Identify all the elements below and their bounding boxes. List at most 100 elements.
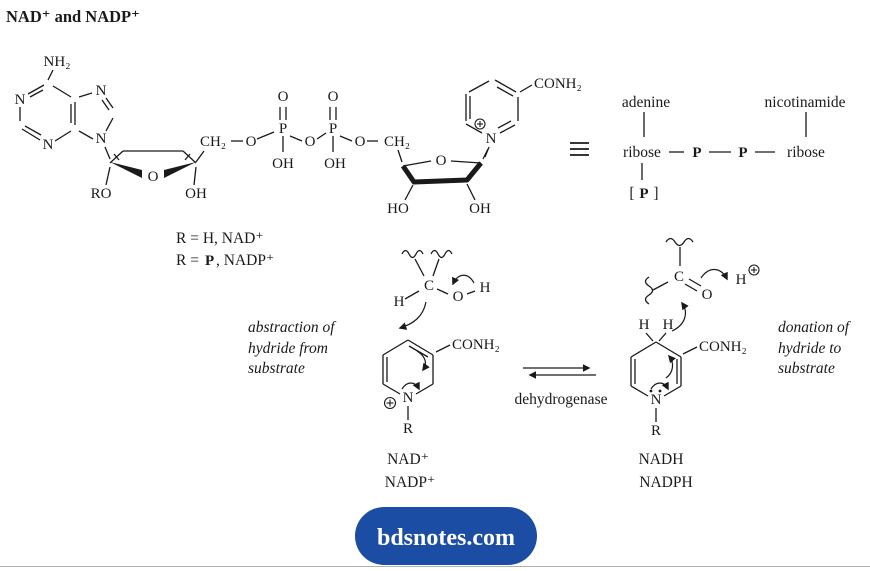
h-left-label: H [394,294,405,310]
amide-label: CONH₂ [452,337,500,353]
schematic-ribose-right: ribose [787,144,825,161]
plus-charge-icon [383,396,397,410]
badge-pill[interactable] [355,507,537,565]
n9-label: N [96,131,107,147]
carbon-label: C [674,269,684,285]
p2-label: P [329,121,337,137]
hydride-transfer-arrow [398,301,427,330]
oxidized-name-1: NAD⁺ [387,451,429,468]
electron-arrow-to-proton [700,268,728,281]
h-top-left-label: H [639,317,650,333]
substrate-alcohol: C H O H [394,249,491,330]
ho-label: HO [387,201,409,217]
bracket-close: ] [653,185,658,202]
donation-note: donation of hydride to substrate [778,319,852,377]
schematic-p1: P [692,145,701,161]
p2-oxo-label: O [328,89,339,105]
enzyme-label: dehydrogenase [515,391,608,408]
r-group-label: R [651,423,661,439]
electron-arrow-ring-n [401,381,420,391]
amide-label: CONH₂ [534,76,582,92]
abstraction-line-3: substrate [248,360,305,377]
reduced-name-2: NADPH [639,474,692,491]
electron-arrow-oh [452,274,475,286]
wavy-bond-left [401,249,424,259]
ring-n-label: N [651,392,662,408]
donation-line-3: substrate [778,360,835,377]
oxygen-label: O [702,287,713,303]
wedge-bond-right [164,162,196,178]
abstraction-note: abstraction of hydride from substrate [248,319,337,377]
h-top-right-label: H [663,317,674,333]
badge-text[interactable]: bdsnotes.com [377,525,515,551]
wavy-bond-side [644,276,654,305]
ch2-left-label: CH₂ [200,134,226,150]
wavy-bond-right [430,249,453,259]
legend-line2-suffix: , NADP⁺ [216,252,274,269]
carbon-label: C [424,278,434,294]
wavy-bond-top [665,237,694,247]
p1-oh-label: OH [272,156,294,172]
proton-label: H [736,272,747,288]
equilibrium: dehydrogenase [515,364,608,408]
bold-front-edge [400,161,483,185]
schematic-p3: P [639,186,648,202]
plus-charge-icon [474,118,486,130]
ring-n-label: N [486,131,497,147]
legend-line1: R = H, NAD⁺ [176,230,264,247]
abstraction-line-2: hydride from [248,340,328,357]
ribose-2: O HO OH [387,148,491,217]
bracket-open: [ [629,185,634,202]
schematic-nicotinamide: nicotinamide [765,94,846,111]
oh-label: OH [185,186,207,202]
o-ester-left-label: O [246,134,257,150]
electron-arrow-ring-n [650,381,669,391]
ring-oxygen-label: O [148,169,159,185]
schematic-p2: P [738,145,747,161]
site-badge[interactable]: bdsnotes.com [355,507,537,565]
donation-line-1: donation of [778,319,852,336]
ribose-1: O RO OH [91,150,207,202]
nadh-reduced-ring: H H CONH₂ N R NADH NADPH [630,301,747,491]
electron-arrow-ring-top [416,350,430,372]
ring-n-label: N [403,390,414,406]
p2-oh-label: OH [324,156,346,172]
equivalence-icon [570,142,589,156]
block-schematic: adenine ribose P P ribose nicotinamide [… [622,94,846,202]
r-group-label: R [403,421,413,437]
adenine-ring: NH₂ N N N N [15,54,114,160]
nad-oxidized-ring: CONH₂ N R NAD⁺ NADP⁺ [382,337,500,491]
p1-oxo-label: O [278,89,289,105]
product-carbonyl: C O H [644,237,760,305]
electron-arrow-ring-right [665,354,677,379]
ch2-right-label: CH₂ [384,134,410,150]
schematic-adenine: adenine [622,94,670,111]
legend-line2-p: P [205,253,214,269]
amide-label: CONH₂ [699,339,747,355]
amine-label: NH₂ [44,54,71,70]
p1-label: P [279,121,287,137]
legend-line2-prefix: R = [176,252,199,269]
n7-label: N [96,83,107,99]
r-legend: R = H, NAD⁺ R = P , NADP⁺ [176,230,274,269]
o-bridge-label: O [305,134,316,150]
pyrophosphate-chain: CH₂ O P O OH O P O OH O CH₂ [200,89,410,172]
page-title: NAD⁺ and NADP⁺ [6,7,140,26]
plus-charge-icon [748,264,760,276]
donation-line-2: hydride to [778,340,842,357]
schematic-ribose-left: ribose [623,144,661,161]
oh-label: OH [469,201,491,217]
reduced-name-1: NADH [639,451,684,468]
ring-oxygen-label: O [436,153,447,169]
n3-label: N [43,137,54,153]
ro-label: RO [91,186,112,202]
o-ester-right-label: O [355,134,366,150]
wedge-bond-left [110,162,142,178]
h-right-label: H [480,280,491,296]
lone-pair-icon [649,389,662,393]
abstraction-line-1: abstraction of [248,319,337,336]
nicotinamide-ring: N CONH₂ [465,76,582,158]
oxygen-label: O [453,289,464,305]
oxidized-name-2: NADP⁺ [385,474,435,491]
